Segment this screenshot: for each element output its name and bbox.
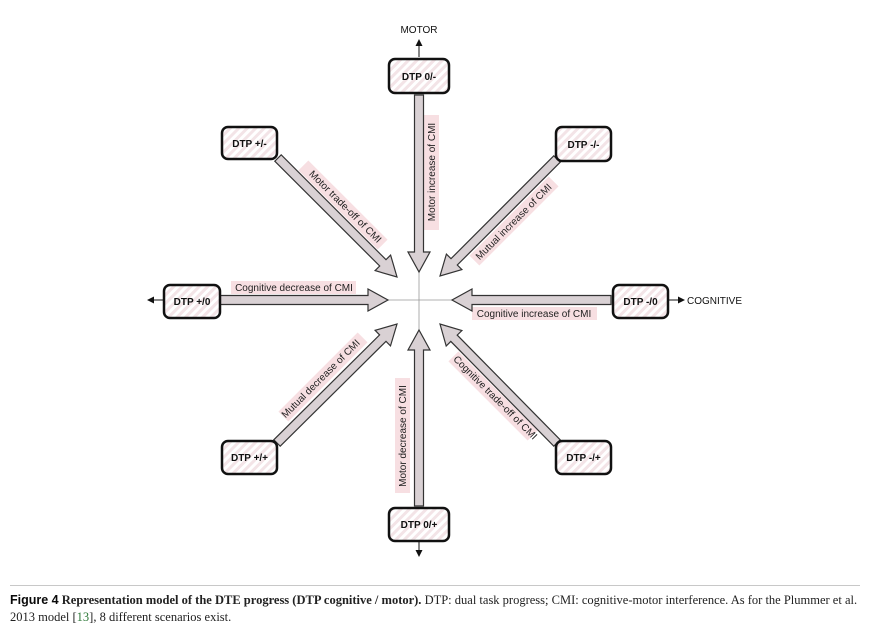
band-top-left bbox=[298, 160, 388, 250]
arrow-cognitive-trade-off bbox=[439, 323, 562, 448]
label-cognitive-decrease: Cognitive decrease of CMI bbox=[235, 283, 353, 294]
band-bottom bbox=[395, 378, 410, 493]
svg-text:DTP -/-: DTP -/- bbox=[567, 140, 599, 151]
arrow-motor-trade-off bbox=[273, 153, 398, 278]
band-bottom-left bbox=[278, 332, 368, 422]
box-dtp-minus-plus: DTP -/+ bbox=[554, 439, 613, 476]
box-dtp-plus-0: DTP +/0 bbox=[162, 283, 222, 320]
cognitive-axis-label: COGNITIVE bbox=[687, 296, 742, 307]
svg-text:DTP +/+: DTP +/+ bbox=[231, 453, 268, 464]
dtp-diagram: MOTOR COGNITIVE Motor increase of CMI Mo… bbox=[147, 25, 742, 557]
box-dtp-plus-plus: DTP +/+ bbox=[220, 439, 279, 476]
svg-text:DTP -/+: DTP -/+ bbox=[566, 453, 601, 464]
label-mutual-increase: Mutual increase of CMI bbox=[474, 182, 554, 262]
arrow-mutual-increase bbox=[439, 154, 562, 277]
label-cognitive-increase: Cognitive increase of CMI bbox=[477, 309, 592, 320]
arrow-cognitive-increase bbox=[450, 287, 612, 313]
figure-title: Representation model of the DTE progress… bbox=[61, 593, 422, 607]
arrow-cognitive-decrease bbox=[213, 287, 390, 313]
svg-text:DTP +/-: DTP +/- bbox=[232, 139, 267, 150]
arrow-motor-increase bbox=[406, 94, 432, 274]
box-dtp-plus-minus: DTP +/- bbox=[220, 125, 279, 161]
label-motor-decrease: Motor decrease of CMI bbox=[398, 385, 409, 487]
box-dtp-0-minus: DTP 0/- bbox=[387, 57, 451, 95]
motor-axis-label: MOTOR bbox=[400, 25, 437, 36]
reference-link[interactable]: 13 bbox=[76, 610, 90, 624]
box-dtp-0-plus: DTP 0/+ bbox=[387, 506, 451, 543]
band-right bbox=[472, 307, 597, 320]
band-bottom-right bbox=[448, 351, 538, 441]
svg-text:DTP 0/+: DTP 0/+ bbox=[401, 520, 438, 531]
box-dtp-minus-minus: DTP -/- bbox=[554, 125, 613, 163]
box-dtp-minus-0: DTP -/0 bbox=[611, 283, 670, 320]
label-motor-trade-off: Motor trade-off of CMI bbox=[306, 169, 383, 246]
band-left bbox=[231, 281, 356, 294]
svg-text:DTP +/0: DTP +/0 bbox=[174, 297, 211, 308]
figure-caption: Figure 4 Representation model of the DTE… bbox=[10, 585, 860, 626]
svg-text:DTP -/0: DTP -/0 bbox=[623, 297, 658, 308]
arrow-motor-decrease bbox=[406, 328, 432, 507]
arrow-mutual-decrease bbox=[272, 323, 398, 448]
caption-text-end: ], 8 different scenarios exist. bbox=[89, 610, 232, 624]
label-cognitive-trade-off: Cognitive trade-off of CMI bbox=[451, 354, 539, 442]
label-mutual-decrease: Mutual decrease of CMI bbox=[280, 338, 363, 421]
svg-text:DTP 0/-: DTP 0/- bbox=[402, 72, 436, 83]
label-motor-increase: Motor increase of CMI bbox=[427, 123, 438, 221]
figure-number: Figure 4 bbox=[10, 593, 59, 607]
caption-text: DTP: dual task progress; CMI: cognitive-… bbox=[10, 593, 858, 624]
arrows-group bbox=[213, 94, 612, 507]
band-top-right bbox=[469, 176, 559, 266]
band-top bbox=[424, 115, 439, 230]
